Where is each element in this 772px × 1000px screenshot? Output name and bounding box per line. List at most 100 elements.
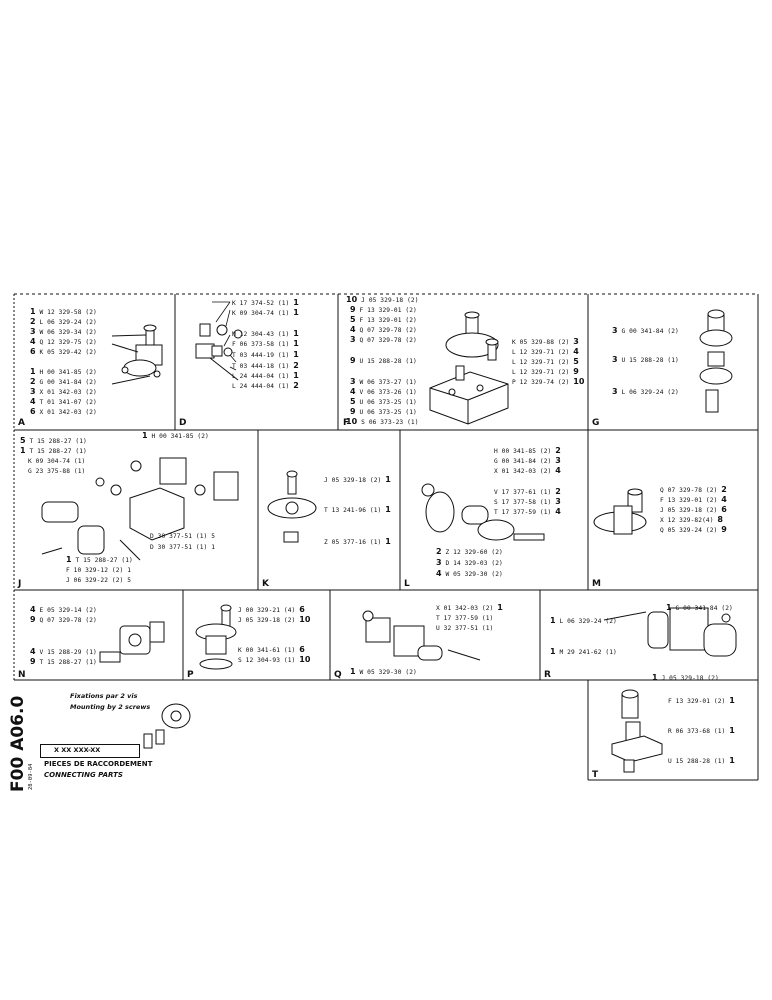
part-line: 6 X 01 342-03 (2) xyxy=(30,407,97,416)
part-line: 4 W 05 329-30 (2) xyxy=(436,569,503,578)
part-line: 2 G 00 341-84 (2) xyxy=(30,377,97,386)
part-line: 4 V 06 373-26 (1) xyxy=(350,387,417,396)
part-line: 1 H 00 341-85 (2) xyxy=(142,431,209,440)
part-line: 4 T 01 341-07 (2) xyxy=(30,397,97,406)
part-line: J 06 329-22 (2) 5 xyxy=(66,577,132,584)
part-line: T 17 377-59 (1) xyxy=(436,615,494,622)
cell-label-k: K xyxy=(262,579,269,589)
mounting-note-french: Fixations par 2 vis xyxy=(70,692,138,700)
part-line: 3 Q 07 329-78 (2) xyxy=(350,335,417,344)
part-line: T 03 444-19 (1) 1 xyxy=(232,350,299,359)
cell-label-j: J xyxy=(18,579,22,589)
part-line: 4 Q 12 329-75 (2) xyxy=(30,337,97,346)
part-line: L 24 444-04 (1) 1 xyxy=(232,371,299,380)
cell-label-p: P xyxy=(187,670,194,680)
part-line: M 12 304-43 (1) 1 xyxy=(232,329,299,338)
part-line: Q 07 329-78 (2) 2 xyxy=(660,485,727,494)
part-line: 4 Q 07 329-78 (2) xyxy=(350,325,417,334)
part-line: V 17 377-61 (1) 2 xyxy=(494,487,561,496)
cell-label-n: N xyxy=(18,670,26,680)
part-line: 1 J 05 329-18 (2) xyxy=(652,673,719,682)
part-line: J 05 329-18 (2) 1 xyxy=(324,475,391,484)
cell-label-m: M xyxy=(592,579,601,589)
cell-label-l: L xyxy=(404,579,410,589)
part-line: 5 T 15 288-27 (1) xyxy=(20,436,87,445)
part-line: 9 T 15 288-27 (1) xyxy=(30,657,97,666)
part-line: G 00 341-84 (2) 3 xyxy=(494,456,561,465)
part-line: 1 M 29 241-62 (1) xyxy=(550,647,617,656)
part-line: X 12 329-82(4) 8 xyxy=(660,515,724,524)
part-line: U 32 377-51 (1) xyxy=(436,625,494,632)
part-line: G 23 375-88 (1) xyxy=(28,468,86,475)
cell-label-r: R xyxy=(544,670,551,680)
part-line: 1 W 12 329-58 (2) xyxy=(30,307,97,316)
mounting-note-english: Mounting by 2 screws xyxy=(70,703,151,711)
part-line: S 12 304-93 (1) 10 xyxy=(238,655,311,664)
ref-number: X XX XXX-XX xyxy=(54,746,101,754)
part-line: S 17 377-58 (1) 3 xyxy=(494,497,561,506)
part-line: 3 D 14 329-03 (2) xyxy=(436,558,503,567)
cell-label-d: D xyxy=(179,418,187,428)
sheet-date: 28-09-84 xyxy=(28,763,34,791)
part-line: 3 W 06 373-27 (1) xyxy=(350,377,417,386)
part-line: 10 S 06 373-23 (1) xyxy=(346,417,419,426)
part-line: 3 U 15 288-28 (1) xyxy=(612,355,679,364)
part-line: 1 H 00 341-85 (2) xyxy=(30,367,97,376)
cell-label-t: T xyxy=(592,770,599,780)
part-line: J 05 329-18 (2) 6 xyxy=(660,505,727,514)
part-line: 10 J 05 329-18 (2) xyxy=(346,295,419,304)
part-line: 6 K 05 329-42 (2) xyxy=(30,347,97,356)
part-line: 5 U 06 373-25 (1) xyxy=(350,397,417,406)
cell-label-f: F xyxy=(343,418,350,428)
part-line: 3 X 01 342-03 (2) xyxy=(30,387,97,396)
part-line: 3 G 00 341-84 (2) xyxy=(612,326,679,335)
part-line: 9 F 13 329-01 (2) xyxy=(350,305,417,314)
part-line: J 05 329-18 (2) 10 xyxy=(238,615,311,624)
part-line: T 03 444-18 (1) 2 xyxy=(232,361,299,370)
part-line: K 09 304-74 (1) xyxy=(28,458,86,465)
part-line: L 12 329-71 (2) 5 xyxy=(512,357,579,366)
sheet-code: F00 A06.0 xyxy=(8,695,28,792)
part-line: K 00 341-61 (1) 6 xyxy=(238,645,305,654)
part-line: 1 W 05 329-30 (2) xyxy=(350,667,417,676)
part-line: K 09 304-74 (1) 1 xyxy=(232,308,299,317)
part-line: X 01 342-03 (2) 4 xyxy=(494,466,561,475)
part-line: L 24 444-04 (1) 2 xyxy=(232,381,299,390)
part-line: F 10 329-12 (2) 1 xyxy=(66,567,132,574)
part-line: Z 05 377-16 (1) 1 xyxy=(324,537,391,546)
part-line: 2 Z 12 329-60 (2) xyxy=(436,547,503,556)
part-line: D 30 377-51 (1) 1 xyxy=(150,544,216,551)
part-line: 2 L 06 329-24 (2) xyxy=(30,317,97,326)
part-line: K 17 374-52 (1) 1 xyxy=(232,298,299,307)
part-line: 3 W 06 329-34 (2) xyxy=(30,327,97,336)
cell-label-a: A xyxy=(18,418,25,428)
part-line: F 13 329-01 (2) 4 xyxy=(660,495,727,504)
part-line: T 17 377-59 (1) 4 xyxy=(494,507,561,516)
part-line: 1 L 06 329-24 (2) xyxy=(550,616,617,625)
part-line: 4 E 05 329-14 (2) xyxy=(30,605,97,614)
part-line: L 12 329-71 (2) 9 xyxy=(512,367,579,376)
part-line: T 13 241-96 (1) 1 xyxy=(324,505,391,514)
part-line: L 12 329-71 (2) 4 xyxy=(512,347,579,356)
part-line: H 00 341-85 (2) 2 xyxy=(494,446,561,455)
part-line: U 15 288-28 (1) 1 xyxy=(668,756,735,765)
title-french: PIECES DE RACCORDEMENT xyxy=(44,760,153,768)
part-line: D 30 377-51 (1) 5 xyxy=(150,533,216,540)
ref-box xyxy=(40,744,140,758)
part-line: 1 T 15 288-27 (1) xyxy=(66,555,133,564)
title-english: CONNECTING PARTS xyxy=(44,771,123,779)
part-line: Q 05 329-24 (2) 9 xyxy=(660,525,727,534)
part-line: 9 U 06 373-25 (1) xyxy=(350,407,417,416)
cell-label-q: Q xyxy=(334,670,342,680)
part-line: 1 G 00 341-84 (2) xyxy=(666,603,733,612)
part-line: 1 T 15 288-27 (1) xyxy=(20,446,87,455)
part-line: 4 V 15 288-29 (1) xyxy=(30,647,97,656)
part-line: K 05 329-88 (2) 3 xyxy=(512,337,579,346)
part-line: F 13 329-01 (2) 1 xyxy=(668,696,735,705)
cell-label-g: G xyxy=(592,418,600,428)
part-line: 9 U 15 288-28 (1) xyxy=(350,356,417,365)
part-line: P 12 329-74 (2) 10 xyxy=(512,377,585,386)
part-line: 3 L 06 329-24 (2) xyxy=(612,387,679,396)
